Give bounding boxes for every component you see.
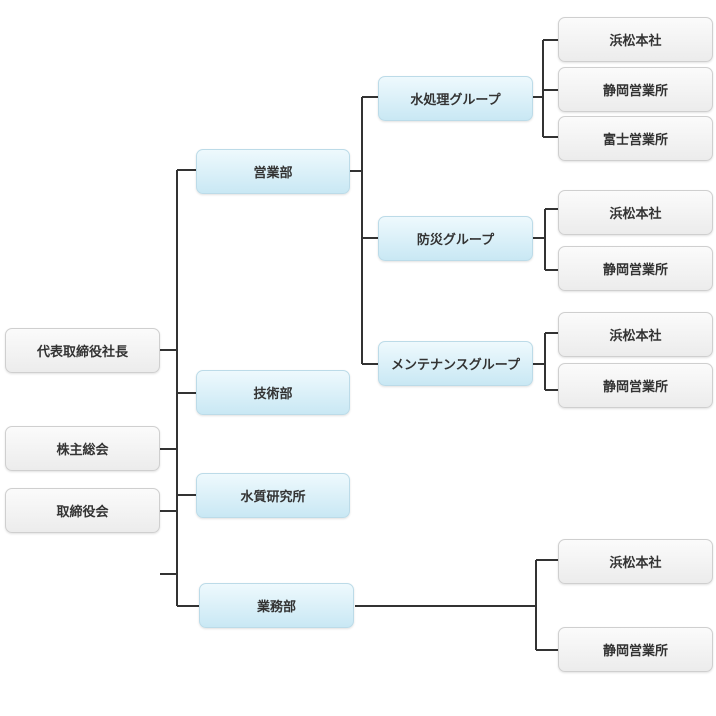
president-node: 代表取締役社長 (5, 328, 160, 373)
board-label: 取締役会 (56, 505, 109, 520)
president-label: 代表取締役社長 (36, 345, 128, 360)
office-label: 静岡営業所 (602, 84, 668, 99)
office-label: 浜松本社 (609, 556, 662, 571)
business-dept-node: 業務部 (199, 583, 354, 628)
office-label: 浜松本社 (609, 329, 662, 344)
disaster-group-node: 防災グループ (378, 216, 533, 261)
lab-node: 水質研究所 (196, 473, 350, 518)
office-label: 浜松本社 (609, 207, 662, 222)
lab-label: 水質研究所 (240, 490, 306, 505)
water-group-label: 水処理グループ (410, 93, 501, 108)
maintenance-group-label: メンテナンスグループ (391, 358, 520, 373)
office-node: 富士営業所 (558, 116, 713, 161)
sales-dept-node: 営業部 (196, 149, 350, 194)
office-node: 浜松本社 (558, 190, 713, 235)
office-label: 富士営業所 (602, 133, 668, 148)
office-node: 浜松本社 (558, 539, 713, 584)
office-label: 静岡営業所 (602, 380, 668, 395)
board-node: 取締役会 (5, 488, 160, 533)
technical-dept-node: 技術部 (196, 370, 350, 415)
sales-dept-label: 営業部 (253, 166, 293, 181)
office-node: 浜松本社 (558, 17, 713, 62)
office-label: 静岡営業所 (602, 644, 668, 659)
office-node: 静岡営業所 (558, 363, 713, 408)
business-dept-label: 業務部 (256, 600, 296, 615)
technical-dept-label: 技術部 (253, 387, 293, 402)
office-node: 静岡営業所 (558, 246, 713, 291)
disaster-group-label: 防災グループ (416, 233, 495, 248)
shareholders-label: 株主総会 (56, 443, 109, 458)
maintenance-group-node: メンテナンスグループ (378, 341, 533, 386)
office-label: 静岡営業所 (602, 263, 668, 278)
shareholders-node: 株主総会 (5, 426, 160, 471)
office-node: 静岡営業所 (558, 627, 713, 672)
office-node: 静岡営業所 (558, 67, 713, 112)
water-group-node: 水処理グループ (378, 76, 533, 121)
office-label: 浜松本社 (609, 34, 662, 49)
office-node: 浜松本社 (558, 312, 713, 357)
